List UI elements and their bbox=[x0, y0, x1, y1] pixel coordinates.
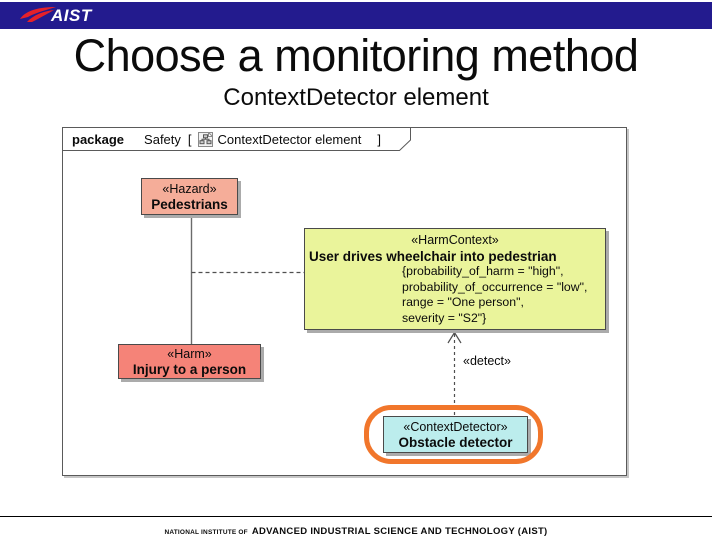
frame-diagram-name: ContextDetector element bbox=[217, 132, 362, 147]
detect-edge-label: «detect» bbox=[463, 354, 511, 368]
node-harm-context: «HarmContext» User drives wheelchair int… bbox=[304, 228, 606, 330]
frame-close-bracket: ] bbox=[377, 132, 381, 147]
detect-arrowhead-icon bbox=[447, 331, 462, 344]
harm-context-property: severity = "S2"} bbox=[402, 310, 487, 325]
frame-package-name: Safety bbox=[144, 132, 181, 147]
context-detector-stereotype: «ContextDetector» bbox=[403, 420, 508, 434]
diagram-type-icon bbox=[197, 132, 213, 147]
harm-context-property: probability_of_occurrence = "low", bbox=[402, 279, 588, 294]
frame-open-bracket: [ bbox=[187, 132, 192, 147]
slide-title: Choose a monitoring method bbox=[73, 30, 639, 81]
harm-context-stereotype: «HarmContext» bbox=[411, 233, 499, 247]
highlight-ring bbox=[364, 405, 543, 464]
harm-stereotype: «Harm» bbox=[167, 347, 212, 361]
hazard-name: Pedestrians bbox=[151, 197, 228, 212]
harm-context-property: {probability_of_harm = "high", bbox=[402, 264, 564, 278]
context-detector-name: Obstacle detector bbox=[398, 435, 513, 450]
footer-divider bbox=[0, 516, 712, 517]
node-hazard: «Hazard» Pedestrians bbox=[141, 178, 238, 215]
aist-swoosh-icon bbox=[20, 6, 56, 22]
hazard-stereotype: «Hazard» bbox=[162, 182, 217, 196]
footer-institute-name: ADVANCED INDUSTRIAL SCIENCE AND TECHNOLO… bbox=[251, 526, 548, 537]
harm-name: Injury to a person bbox=[132, 362, 247, 377]
node-harm: «Harm» Injury to a person bbox=[118, 344, 261, 379]
frame-kind-label: package bbox=[72, 132, 125, 147]
footer-institute-prefix: NATIONAL INSTITUTE OF bbox=[164, 529, 248, 536]
aist-logo: AIST bbox=[18, 6, 92, 26]
slide-subtitle: ContextDetector element bbox=[223, 84, 489, 111]
frame-tab: package Safety [ ContextDetector element… bbox=[72, 131, 381, 148]
harm-context-name: User drives wheelchair into pedestrian bbox=[309, 248, 557, 264]
top-banner: AIST bbox=[0, 2, 712, 29]
node-context-detector: «ContextDetector» Obstacle detector bbox=[383, 416, 528, 453]
aist-logo-text: AIST bbox=[51, 5, 92, 25]
uml-package-frame: package Safety [ ContextDetector element… bbox=[62, 127, 627, 476]
harm-context-property: range = "One person", bbox=[402, 295, 524, 309]
